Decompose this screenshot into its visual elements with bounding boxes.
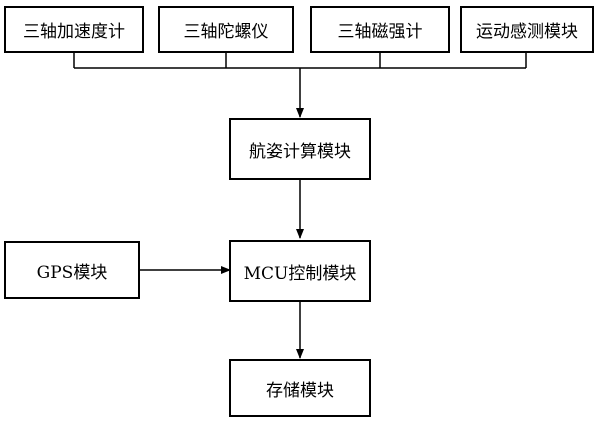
storage-module-label: 存储模块 — [266, 380, 334, 401]
accelerometer-box: 三轴加速度计 — [4, 6, 144, 53]
magnetometer-label: 三轴磁强计 — [337, 22, 423, 42]
attitude-module-label: 航姿计算模块 — [249, 141, 351, 162]
attitude-module-box: 航姿计算模块 — [229, 118, 371, 180]
gps-module-box: GPS模块 — [4, 241, 140, 299]
magnetometer-box: 三轴磁强计 — [310, 6, 450, 53]
motion-sensing-box: 运动感测模块 — [460, 6, 594, 53]
gyroscope-box: 三轴陀螺仪 — [158, 6, 294, 53]
gps-module-label: GPS模块 — [36, 262, 108, 283]
accelerometer-label: 三轴加速度计 — [23, 22, 125, 42]
motion-sensing-label: 运动感测模块 — [476, 22, 578, 42]
storage-module-box: 存储模块 — [229, 359, 371, 417]
gyroscope-label: 三轴陀螺仪 — [183, 22, 269, 42]
mcu-module-box: MCU控制模块 — [229, 240, 371, 302]
mcu-module-label: MCU控制模块 — [243, 263, 357, 284]
